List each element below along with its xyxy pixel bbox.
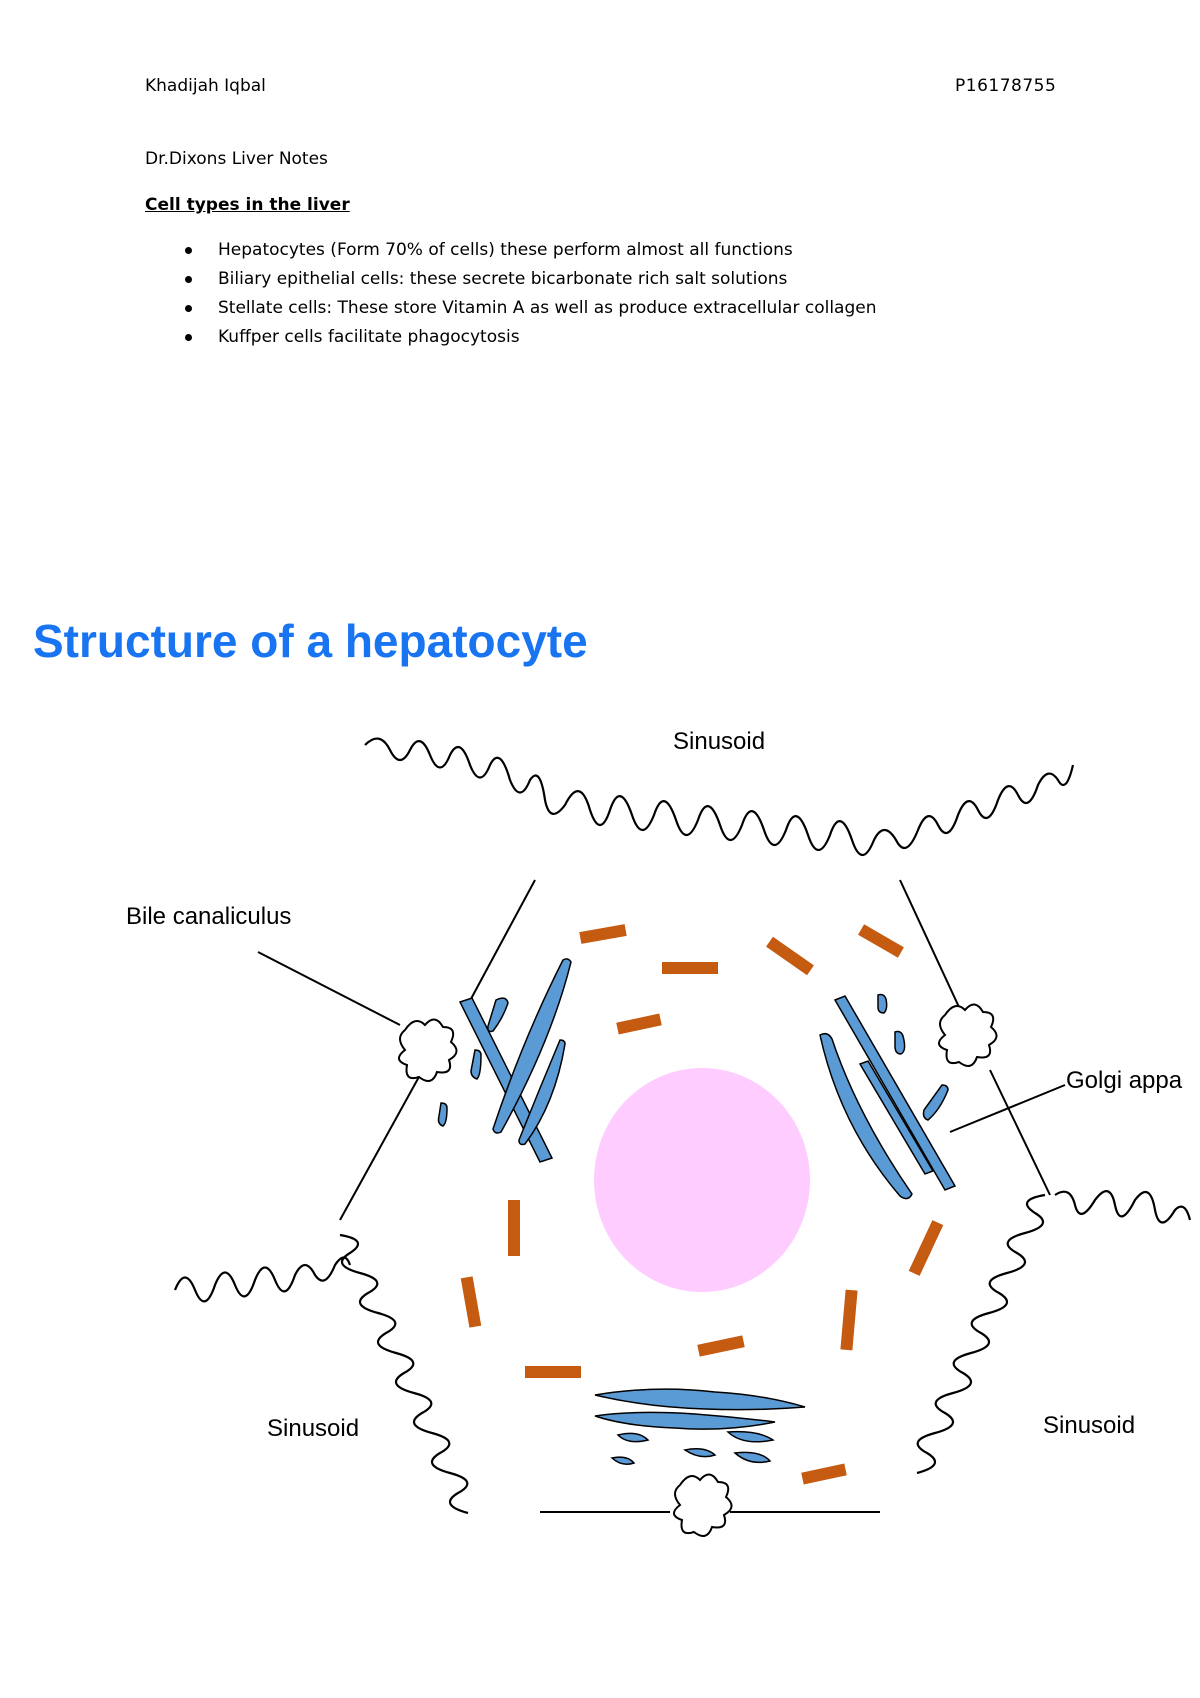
list-item: Kuffper cells facilitate phagocytosis (145, 323, 1145, 352)
golgi-apparatus (437, 958, 957, 1465)
nucleus (594, 1068, 810, 1292)
bullet-icon (185, 334, 192, 341)
bullet-icon (185, 305, 192, 312)
list-item: Hepatocytes (Form 70% of cells) these pe… (145, 236, 1145, 265)
mitochondria (460, 924, 944, 1485)
list-item: Stellate cells: These store Vitamin A as… (145, 294, 1145, 323)
document-subtitle: Dr.Dixons Liver Notes (145, 149, 328, 169)
sinusoid-label-right: Sinusoid (1043, 1412, 1135, 1439)
bile-canaliculus-label: Bile canaliculus (126, 903, 291, 930)
student-id: P16178755 (955, 76, 1057, 96)
cell-outline (339, 879, 1051, 1513)
bullet-icon (185, 247, 192, 254)
section-heading: Cell types in the liver (145, 195, 350, 215)
bullet-icon (185, 276, 192, 283)
list-item: Biliary epithelial cells: these secrete … (145, 265, 1145, 294)
sinusoid-label-left: Sinusoid (267, 1415, 359, 1442)
sinusoid-membranes (173, 737, 1192, 1515)
author-name: Khadijah Iqbal (145, 76, 266, 96)
cell-types-list: Hepatocytes (Form 70% of cells) these pe… (145, 236, 1145, 352)
figure-title: Structure of a hepatocyte (33, 615, 588, 667)
golgi-label: Golgi appa (1066, 1067, 1183, 1094)
bile-canaliculi (398, 1003, 998, 1537)
leader-lines (257, 951, 1066, 1133)
hepatocyte-diagram: Sinusoid Bile canaliculus Golgi appa Sin… (126, 728, 1192, 1537)
sinusoid-label-top: Sinusoid (673, 728, 765, 755)
